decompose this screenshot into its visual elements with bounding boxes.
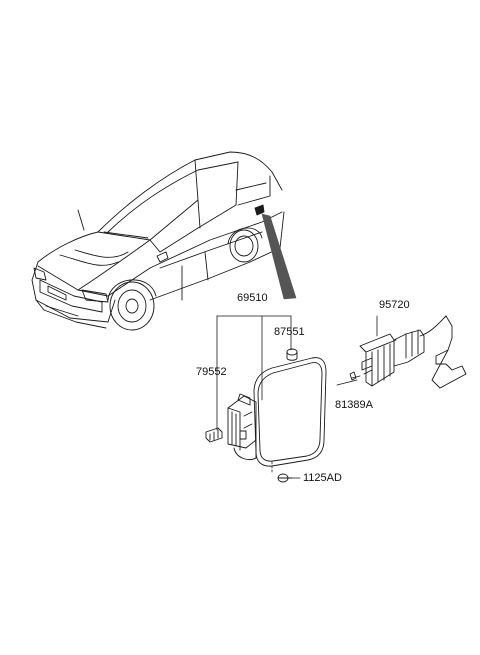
rubber-bumper — [286, 348, 298, 361]
part-label-79552[interactable]: 79552 — [196, 366, 227, 378]
part-label-69510[interactable]: 69510 — [237, 292, 268, 304]
clip — [205, 427, 223, 443]
part-label-95720[interactable]: 95720 — [379, 299, 410, 311]
pointer-band — [261, 213, 297, 300]
opener-cable — [419, 315, 467, 389]
bolt — [277, 473, 293, 483]
car-illustration — [31, 151, 285, 331]
part-label-1125AD[interactable]: 1125AD — [303, 472, 342, 484]
opener-actuator — [359, 329, 425, 387]
fuel-door-housing — [227, 393, 257, 460]
fuel-filler-door — [253, 357, 327, 467]
part-label-81389A[interactable]: 81389A — [335, 399, 373, 411]
leader-lines — [216, 315, 378, 479]
screw — [349, 371, 361, 381]
part-label-87551[interactable]: 87551 — [274, 326, 305, 338]
